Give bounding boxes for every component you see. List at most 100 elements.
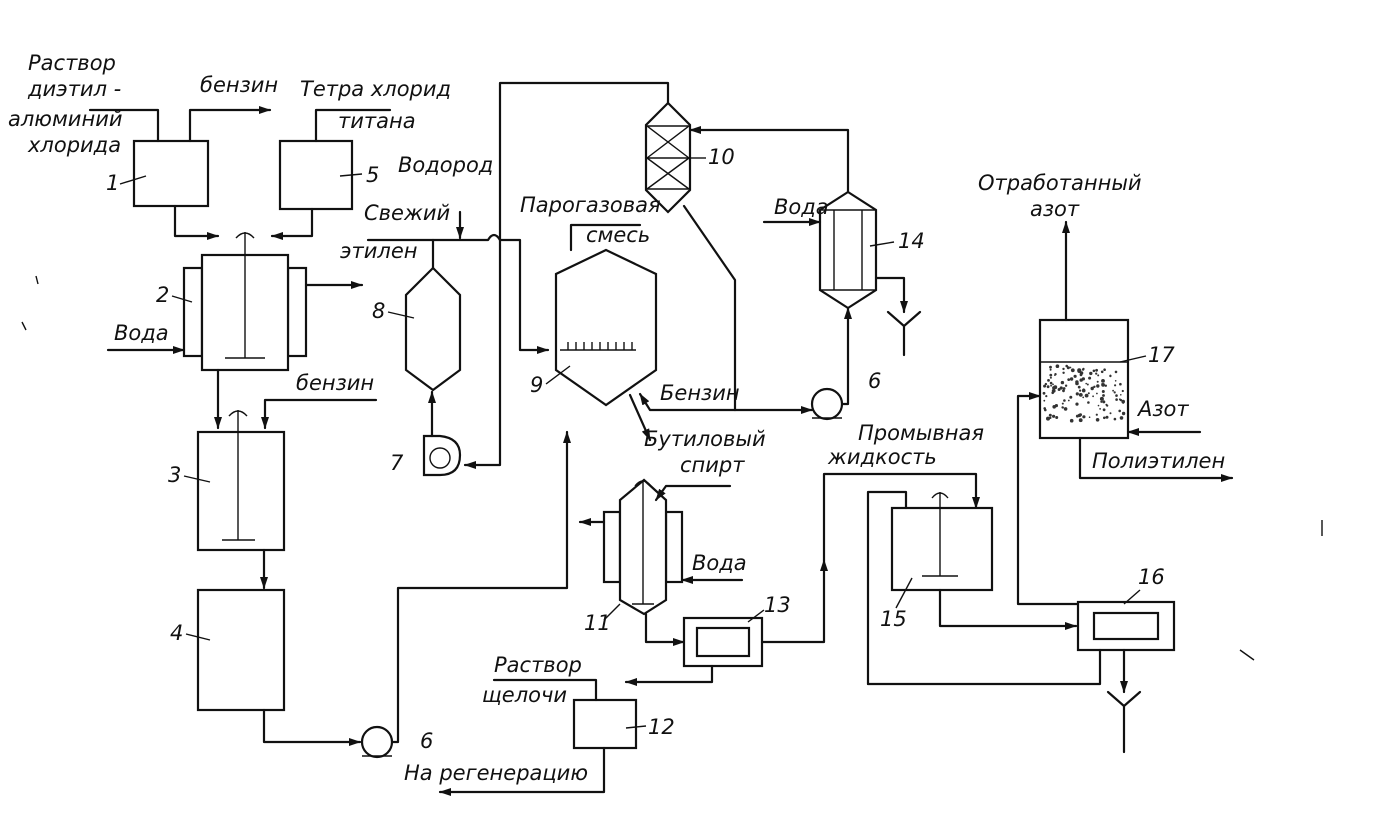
line-13-to-12 (624, 664, 714, 686)
granule (1044, 408, 1047, 412)
leader-15 (895, 577, 913, 609)
label-benzin-9: Бензин (660, 381, 740, 405)
granule (1096, 380, 1099, 383)
granule (1049, 365, 1052, 369)
granule (1069, 395, 1073, 399)
granule (1063, 407, 1068, 411)
scrubber-10-packing (646, 125, 690, 190)
agitator-3 (222, 410, 255, 541)
granule (1114, 370, 1118, 374)
line-14-to-10 (688, 126, 850, 194)
granule (1084, 393, 1089, 398)
granule (1042, 391, 1046, 395)
label-ticl4-2: титана (338, 109, 416, 133)
num-9: 9 (530, 373, 543, 397)
agitator-11 (632, 480, 654, 605)
num-16: 16 (1138, 565, 1165, 589)
water-out-14 (874, 276, 908, 314)
granule (1082, 389, 1086, 393)
line-pump6-to-14 (840, 306, 852, 406)
agitator-2 (225, 232, 265, 359)
compressor-7 (422, 434, 462, 477)
num-17: 17 (1148, 343, 1175, 367)
granule (1075, 402, 1079, 406)
leader-17 (1119, 355, 1147, 363)
label-water-11: Вода (692, 551, 747, 575)
granule (1051, 391, 1054, 395)
num-12: 12 (648, 715, 675, 739)
agitator-11-motor (634, 480, 652, 487)
centrifuge-13-drum (695, 626, 751, 658)
num-6-bottom: 6 (420, 729, 433, 753)
granule (1096, 384, 1100, 388)
granule (1055, 416, 1059, 419)
label-alkali-2: щелочи (482, 683, 567, 707)
label-wash-liquid-1: Промывная (858, 421, 984, 445)
washer-11-jacket-left (602, 510, 622, 584)
label-diethyl-4: хлорида (27, 133, 121, 157)
granule (1049, 373, 1053, 377)
granule (1067, 378, 1071, 381)
num-1: 1 (106, 171, 119, 195)
compressor-7-wheel (429, 447, 451, 469)
granule (1100, 370, 1104, 374)
granule (1095, 418, 1100, 422)
granule (1105, 415, 1109, 419)
granule (1078, 393, 1083, 397)
granule (1069, 377, 1074, 381)
leader-1 (119, 175, 147, 185)
granule (1087, 401, 1090, 404)
leader-12 (625, 725, 647, 729)
line-16-to-17 (1016, 392, 1080, 606)
reactor-2-jacket-left (182, 266, 204, 358)
num-14: 14 (898, 229, 925, 253)
granule (1121, 411, 1126, 416)
granule (1099, 408, 1101, 410)
leader-3 (183, 475, 211, 483)
agitator-15-motor (931, 492, 949, 499)
granule (1082, 396, 1085, 399)
vessel-3 (196, 430, 286, 552)
recycle-16-to-15 (866, 490, 908, 686)
vessel-5 (278, 139, 354, 211)
num-15: 15 (880, 607, 907, 631)
granule (1049, 376, 1052, 379)
granule (1075, 414, 1079, 418)
granule (1100, 400, 1103, 403)
granule (1043, 399, 1046, 402)
granule (1092, 395, 1094, 398)
num-11: 11 (584, 611, 611, 635)
num-7: 7 (390, 451, 404, 475)
label-butanol-1: Бутиловый (644, 427, 766, 451)
granule (1045, 395, 1048, 398)
feed-line-1 (88, 108, 160, 143)
granule (1101, 383, 1103, 385)
line-4-to-pump6 (262, 708, 362, 746)
vessel-12 (572, 698, 638, 750)
leader-5 (339, 173, 363, 177)
granule (1101, 390, 1105, 393)
washer-15 (890, 506, 994, 592)
num-2: 2 (156, 283, 169, 307)
line-16-back (866, 648, 1102, 686)
granule (1050, 384, 1052, 387)
agitator-15 (922, 492, 958, 577)
label-vapor-gas-1: Парогазовая (520, 193, 661, 217)
granule (1085, 382, 1087, 385)
granule (1054, 373, 1057, 376)
granule (1101, 379, 1105, 383)
granule (1067, 399, 1070, 402)
granule (1049, 368, 1052, 371)
label-water-14: Вода (774, 195, 829, 219)
label-nitrogen: Азот (1136, 397, 1189, 421)
line-9-to-11 (628, 393, 652, 442)
num-10: 10 (708, 145, 735, 169)
label-regeneration: На регенерацию (404, 761, 588, 785)
line-15-to-16 (938, 588, 1078, 630)
granule (1077, 385, 1081, 389)
line-11-to-13 (644, 612, 686, 646)
leader-13 (747, 609, 765, 623)
granule (1102, 394, 1105, 397)
